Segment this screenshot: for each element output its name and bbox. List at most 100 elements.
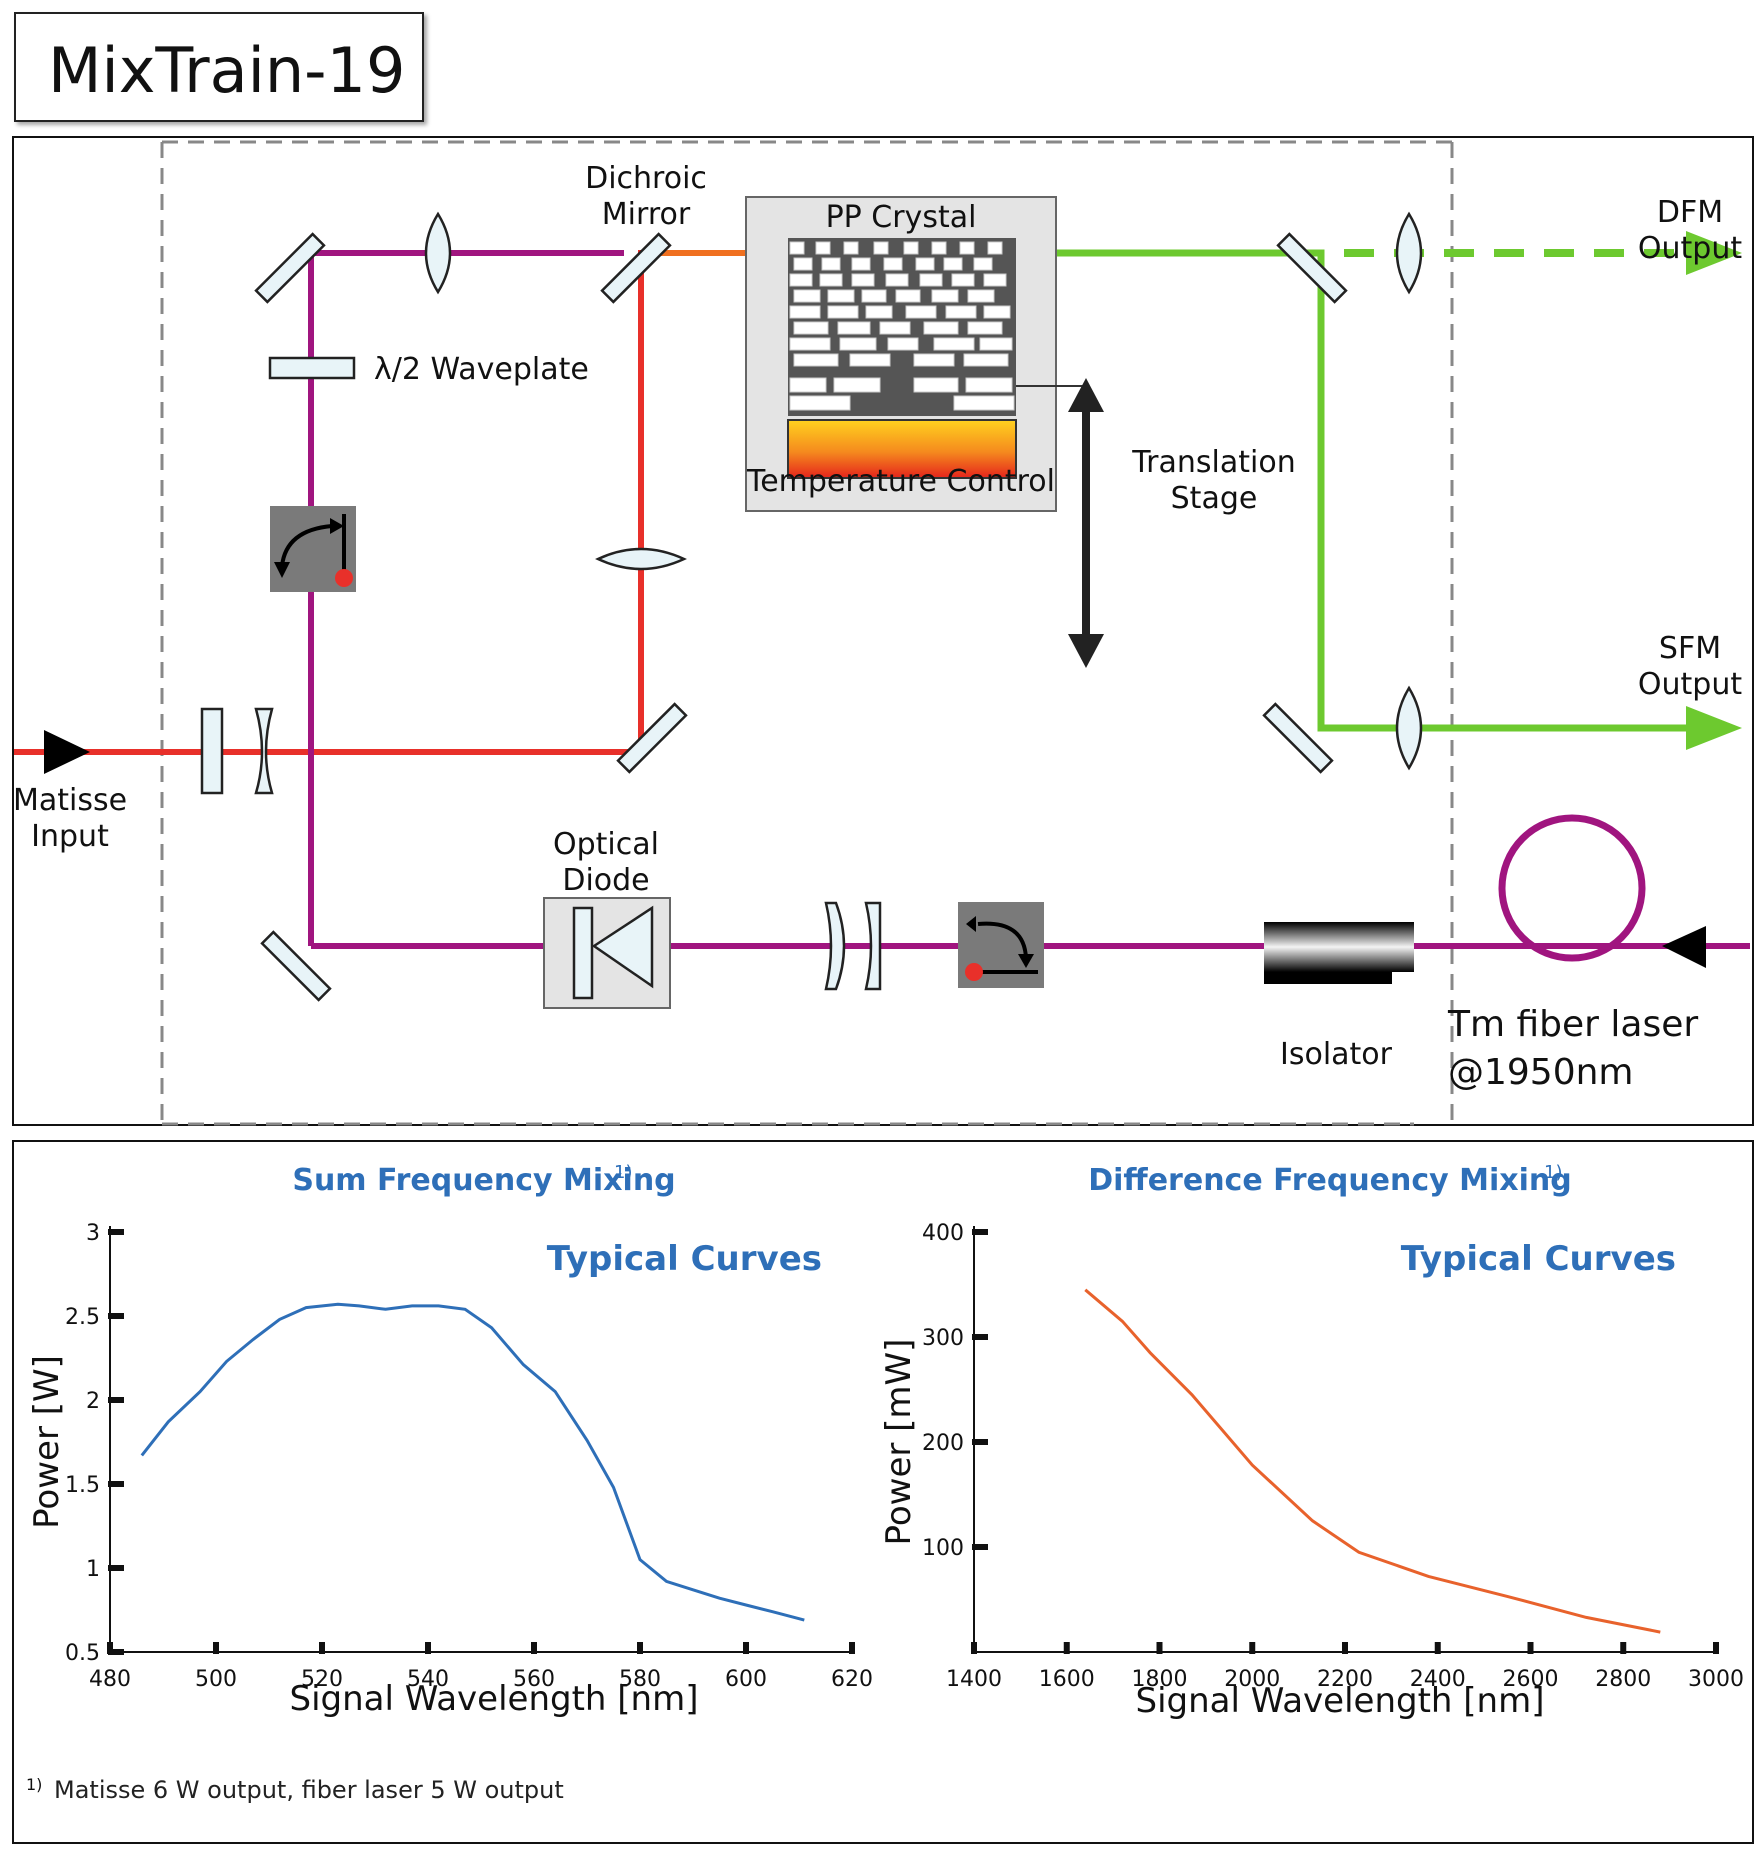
dfm-x-tick-label: 1800 — [1132, 1667, 1188, 1692]
temperature-control-block — [787, 419, 1017, 479]
isolator-label: Isolator — [1280, 1037, 1393, 1072]
dfm-x-tick-label: 2600 — [1503, 1667, 1559, 1692]
pp-crystal-assembly — [745, 196, 1057, 512]
sfm-x-tick-label: 480 — [89, 1667, 131, 1692]
lens-bottom-concave — [864, 901, 882, 991]
dfm-ticks: 1400 1600 1800 2000 2200 2400 2600 2800 3000 100 2… — [922, 1221, 1744, 1692]
dfm-x-tick-label: 3000 — [1688, 1667, 1744, 1692]
title-box: MixTrain-19 — [14, 12, 424, 122]
dfm-output-arrow — [1686, 231, 1742, 275]
pp-crystal-label: PP Crystal — [826, 200, 977, 235]
lens-sfm-output — [1395, 685, 1423, 771]
sfm-y-tick-label: 0.5 — [65, 1641, 100, 1666]
footnote-marker: 1) — [26, 1775, 42, 1794]
dfm-ylabel: Power [mW] — [879, 1339, 919, 1546]
sfm-x-tick-label: 520 — [301, 1667, 343, 1692]
lens-dfm-output — [1395, 211, 1423, 295]
plate-matisse-input — [200, 707, 224, 795]
dichroic-mirror-label-line1: Dichroic — [585, 161, 707, 196]
fiber-loop-icon — [1498, 814, 1646, 962]
dfm-output-label-line2: Output — [1638, 231, 1742, 266]
mirror-red-fold — [616, 702, 688, 774]
mirror-bottom-left — [260, 930, 332, 1002]
tm-laser-input-arrow — [1662, 926, 1706, 968]
sfm-ticks: 480 500 520 540 560 580 600 620 0.5 1 1.5 2 2.5 3 — [65, 1221, 873, 1692]
mirror-green-bottom — [1262, 702, 1334, 774]
lens-top-purple — [424, 211, 452, 295]
temperature-control-label: Temperature Control — [746, 464, 1055, 499]
sfm-x-tick-label: 580 — [619, 1667, 661, 1692]
charts-svg: Sum Frequency Mixing 1) Typical Curves 4… — [26, 1162, 1744, 1804]
mirror-green-top — [1276, 232, 1348, 304]
dfm-x-tick-label: 1600 — [1039, 1667, 1095, 1692]
footnote-text: Matisse 6 W output, fiber laser 5 W outp… — [54, 1776, 564, 1804]
sfm-chart-title: Sum Frequency Mixing — [292, 1163, 675, 1198]
sfm-y-tick-label: 2 — [86, 1389, 100, 1414]
optical-layout-panel: λ/2 Waveplate Optical Diode Isolator — [12, 136, 1754, 1126]
dfm-series-line — [1084, 1288, 1661, 1634]
green-beam — [1016, 249, 1704, 732]
sfm-axes — [109, 1226, 852, 1653]
sfm-x-tick-label: 600 — [725, 1667, 767, 1692]
sfm-x-tick-label: 620 — [831, 1667, 873, 1692]
mirror-top-left — [254, 232, 326, 304]
red-beam — [14, 250, 655, 755]
dfm-typical-curves: Typical Curves — [1401, 1239, 1676, 1279]
dfm-y-tick-label: 200 — [922, 1431, 964, 1456]
sfm-ylabel: Power [W] — [27, 1355, 67, 1529]
rotator-upper-icon — [270, 506, 356, 592]
sfm-x-tick-label: 560 — [513, 1667, 555, 1692]
optical-diode-label-line1: Optical — [553, 827, 659, 862]
matisse-input-label-line2: Input — [31, 819, 109, 854]
dfm-output-label-line1: DFM — [1657, 195, 1723, 230]
sfm-output-arrow — [1686, 706, 1742, 750]
dfm-x-tick-label: 2400 — [1410, 1667, 1466, 1692]
dichroic-mirror — [600, 232, 672, 304]
dfm-x-tick-label: 2800 — [1595, 1667, 1651, 1692]
sfm-typical-curves: Typical Curves — [547, 1239, 822, 1279]
sfm-y-tick-label: 1 — [86, 1557, 100, 1582]
dichroic-mirror-label-line2: Mirror — [602, 197, 691, 232]
waveplate-label: λ/2 Waveplate — [374, 352, 589, 387]
translation-stage-label-line2: Stage — [1171, 481, 1258, 516]
optical-diode-label-line2: Diode — [562, 863, 649, 898]
enclosure-dashed-border — [160, 140, 1454, 1126]
sfm-x-tick-label: 500 — [195, 1667, 237, 1692]
tm-fiber-laser-label-line2: @1950nm — [1448, 1052, 1634, 1093]
pp-crystal-poling-pattern — [788, 238, 1016, 416]
optical-diode — [543, 897, 671, 1009]
sfm-series-line — [140, 1302, 805, 1622]
dfm-xlabel: Signal Wavelength [nm] — [1136, 1681, 1545, 1721]
dfm-y-tick-label: 100 — [922, 1536, 964, 1561]
charts-panel: Sum Frequency Mixing 1) Typical Curves 4… — [12, 1140, 1754, 1844]
dfm-y-tick-label: 400 — [922, 1221, 964, 1246]
dfm-x-tick-label: 2000 — [1224, 1667, 1280, 1692]
translation-stage-arrow-icon — [1068, 378, 1104, 668]
matisse-input-label-line1: Matisse — [14, 783, 127, 818]
lens-red-vertical — [595, 547, 687, 571]
translation-stage-label-line1: Translation — [1131, 445, 1295, 480]
sfm-xlabel: Signal Wavelength [nm] — [290, 1679, 699, 1719]
optical-layout-diagram: λ/2 Waveplate Optical Diode Isolator — [13, 140, 1750, 1126]
concave-lens-matisse-input — [254, 707, 274, 795]
rotator-lower-icon — [958, 902, 1044, 988]
isolator-lower-block — [1264, 972, 1392, 984]
sfm-chart-title-sup: 1) — [614, 1162, 632, 1183]
isolator — [1264, 922, 1414, 972]
matisse-input-arrow — [44, 730, 90, 774]
dfm-chart-title: Difference Frequency Mixing — [1088, 1163, 1572, 1198]
dfm-x-tick-label: 1400 — [946, 1667, 1002, 1692]
sfm-y-tick-label: 3 — [86, 1221, 100, 1246]
sfm-output-label-line2: Output — [1638, 667, 1742, 702]
sfm-y-tick-label: 2.5 — [65, 1305, 100, 1330]
sfm-chart: Sum Frequency Mixing 1) Typical Curves 4… — [27, 1162, 873, 1719]
dfm-y-tick-label: 300 — [922, 1326, 964, 1351]
dfm-chart: Difference Frequency Mixing 1) Typical C… — [879, 1162, 1744, 1721]
dfm-x-tick-label: 2200 — [1317, 1667, 1373, 1692]
lens-bottom-convex — [824, 901, 846, 991]
sfm-y-tick-label: 1.5 — [65, 1473, 100, 1498]
sfm-x-tick-label: 540 — [407, 1667, 449, 1692]
half-waveplate — [268, 356, 356, 380]
page-title: MixTrain-19 — [48, 34, 406, 107]
tm-fiber-laser-label-line1: Tm fiber laser — [1447, 1004, 1698, 1045]
